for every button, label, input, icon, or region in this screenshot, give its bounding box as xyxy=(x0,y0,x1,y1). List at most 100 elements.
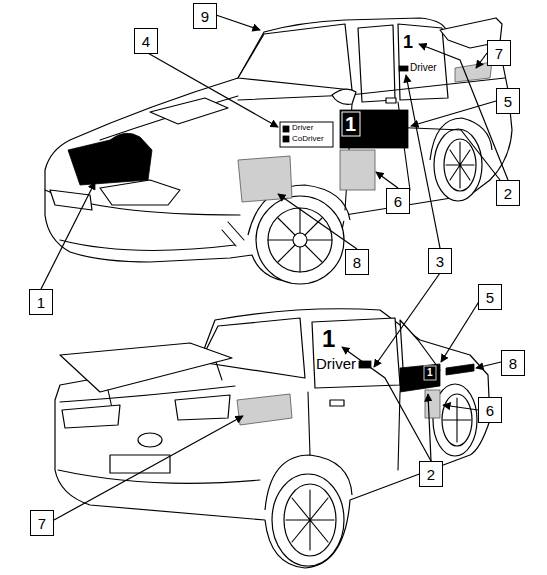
callout-number: 5 xyxy=(504,94,512,109)
drawing-line xyxy=(444,139,476,191)
callout-number: 6 xyxy=(486,403,494,418)
callout-box: 8 xyxy=(345,249,369,275)
lower-car xyxy=(55,309,490,568)
drawing-line xyxy=(268,208,332,272)
drawing-line xyxy=(443,405,478,410)
drawing-line xyxy=(146,52,278,127)
drawing-line xyxy=(60,343,232,392)
drawing-line xyxy=(237,394,292,425)
callout-box: 6 xyxy=(386,188,410,214)
callout-box: 2 xyxy=(419,461,443,487)
decal-text: Driver xyxy=(410,63,437,73)
drawing-line xyxy=(268,208,332,272)
drawing-line xyxy=(442,394,472,446)
drawing-line xyxy=(283,126,289,132)
drawing-line xyxy=(41,182,95,289)
drawing-line xyxy=(330,400,344,406)
drawing-line xyxy=(312,318,400,388)
decal-text: CoDriver xyxy=(292,135,324,143)
decal-text: 1 xyxy=(345,114,356,134)
callout-box: 7 xyxy=(30,510,54,536)
drawing-line xyxy=(238,24,352,90)
callout-number: 5 xyxy=(486,290,494,305)
callout-number: 4 xyxy=(142,34,150,49)
drawing-line xyxy=(45,18,512,282)
callout-number: 6 xyxy=(394,194,402,209)
callout-number: 3 xyxy=(436,254,444,269)
drawing-line xyxy=(342,112,360,136)
drawing-line xyxy=(364,126,500,180)
decal-text: Driver xyxy=(292,124,313,132)
callout-box: 1 xyxy=(29,289,53,315)
leader-lines xyxy=(41,15,508,520)
drawing-line xyxy=(283,136,289,142)
drawing-line xyxy=(62,405,120,428)
drawing-line xyxy=(400,364,440,392)
drawing-line xyxy=(68,133,152,185)
callout-box: 5 xyxy=(496,88,520,114)
drawing-line xyxy=(428,394,431,461)
drawing-line xyxy=(280,122,333,147)
drawing-line xyxy=(238,156,292,202)
callout-number: 8 xyxy=(509,356,517,371)
drawing-line xyxy=(443,398,471,442)
callout-number: 7 xyxy=(38,516,46,531)
callout-number: 2 xyxy=(427,467,435,482)
drawing-line xyxy=(175,395,230,420)
drawing-line xyxy=(424,366,436,380)
drawing-line xyxy=(376,172,398,188)
callout-box: 7 xyxy=(487,40,511,66)
drawing-line xyxy=(284,484,336,556)
drawing-line xyxy=(399,66,408,71)
callout-number: 1 xyxy=(37,295,45,310)
decal-text: Driver xyxy=(316,356,356,371)
callout-number: 7 xyxy=(495,46,503,61)
callout-box: 5 xyxy=(478,284,502,310)
drawing-line xyxy=(406,75,440,248)
callout-box: 3 xyxy=(428,248,452,274)
drawing-line xyxy=(60,240,235,250)
drawing-line xyxy=(340,110,408,148)
drawing-line xyxy=(446,364,474,375)
callout-number: 9 xyxy=(201,9,209,24)
drawing-line xyxy=(238,78,505,100)
drawing-line xyxy=(55,309,490,568)
decal-text: 1 xyxy=(322,327,335,351)
callout-number: 8 xyxy=(353,255,361,270)
drawing-line xyxy=(476,53,487,68)
drawing-line xyxy=(374,273,440,367)
upper-car xyxy=(45,18,512,284)
drawing-line xyxy=(476,362,501,368)
callout-box: 2 xyxy=(496,180,520,206)
drawing-line xyxy=(434,129,482,201)
drawing-line xyxy=(411,101,496,126)
drawing-line xyxy=(386,98,396,103)
callout-box: 8 xyxy=(501,350,525,376)
drawing-line xyxy=(100,96,238,140)
drawing-line xyxy=(100,180,180,205)
drawing-line xyxy=(278,194,357,249)
callout-box: 6 xyxy=(478,397,502,423)
drawing-line xyxy=(308,392,400,470)
drawing-line xyxy=(110,455,170,473)
callout-number: 2 xyxy=(504,186,512,201)
drawing-line xyxy=(446,142,474,188)
decal-text: 1 xyxy=(427,368,433,378)
drawing-line xyxy=(286,490,334,550)
drawing-line xyxy=(332,89,356,104)
callout-box: 4 xyxy=(134,28,158,54)
drawing-line xyxy=(54,416,243,520)
drawing-line xyxy=(216,15,260,30)
callout-box: 9 xyxy=(193,3,217,29)
drawing-line xyxy=(138,433,162,447)
drawing-line xyxy=(150,98,228,124)
drawing-line xyxy=(340,150,375,190)
drawing-line xyxy=(272,474,344,566)
drawing-line xyxy=(425,390,440,418)
drawing-line xyxy=(200,318,305,378)
decal-text: 1 xyxy=(403,33,413,51)
drawing-line xyxy=(222,222,244,246)
